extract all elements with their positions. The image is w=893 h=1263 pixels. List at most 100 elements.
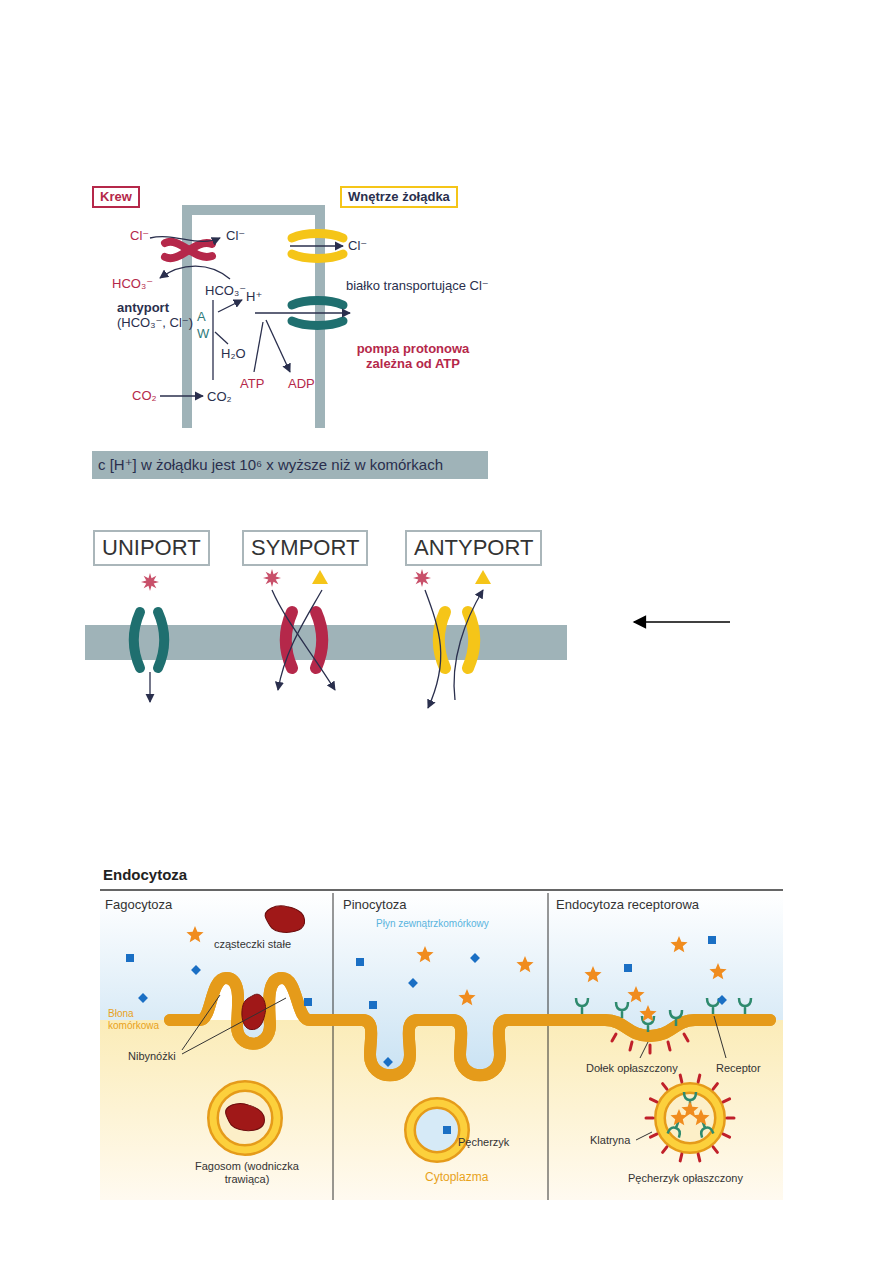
flow-arrows bbox=[160, 395, 203, 396]
cell-membrane bbox=[170, 978, 770, 1075]
transport-arrows bbox=[149, 672, 150, 702]
label-text: A W bbox=[197, 308, 208, 342]
leader-lines bbox=[182, 995, 726, 1140]
vesicle bbox=[213, 1086, 277, 1150]
molecule-symbol bbox=[408, 978, 418, 988]
molecule-symbol bbox=[141, 573, 159, 591]
proton-pump bbox=[292, 321, 343, 326]
molecule-symbol bbox=[186, 926, 203, 942]
molecule-symbol bbox=[138, 993, 148, 1003]
label-text: antyport bbox=[117, 300, 169, 315]
leader-lines bbox=[714, 1016, 726, 1058]
flow-arrows bbox=[215, 332, 228, 344]
molecule-symbol bbox=[639, 1005, 656, 1021]
clathrin bbox=[723, 1099, 729, 1102]
label-text: Fagocytoza bbox=[105, 897, 172, 912]
flow-arrows bbox=[290, 245, 343, 246]
vesicle bbox=[660, 1088, 720, 1148]
clathrin bbox=[680, 1154, 682, 1161]
label-text: Endocytoza receptorowa bbox=[556, 897, 699, 912]
receptor-symbol bbox=[707, 998, 719, 1014]
molecule-symbol bbox=[413, 569, 431, 587]
extracellular-ground bbox=[100, 893, 783, 1075]
box-text: SYMPORT bbox=[251, 535, 359, 561]
molecule-symbol bbox=[670, 1109, 687, 1125]
label-text: pompa protonowa zależna od ATP bbox=[338, 341, 488, 371]
uniport-protein bbox=[134, 612, 164, 668]
label-text: (HCO₃⁻, Cl⁻) bbox=[117, 315, 193, 330]
label-text: Klatryna bbox=[590, 1134, 630, 1147]
chloride-transporter bbox=[292, 234, 343, 239]
receptor-symbol bbox=[616, 1002, 628, 1018]
divider-lines bbox=[548, 893, 549, 1200]
box-text: UNIPORT bbox=[102, 535, 201, 561]
label-text: cząsteczki stałe bbox=[214, 938, 291, 951]
molecule-symbol bbox=[383, 1057, 393, 1067]
extracellular-ground bbox=[100, 893, 783, 1075]
symport-protein bbox=[316, 612, 322, 668]
leader-lines bbox=[640, 1042, 648, 1058]
label-text: ADP bbox=[288, 376, 315, 391]
uniport-protein bbox=[134, 612, 140, 668]
clathrin bbox=[663, 1147, 667, 1153]
clathrin bbox=[723, 1134, 729, 1137]
clathrin bbox=[663, 1084, 667, 1090]
molecule-symbol bbox=[304, 998, 312, 1006]
label-text: białko transportujące Cl⁻ bbox=[346, 278, 489, 293]
molecule-symbol bbox=[475, 570, 491, 584]
label-text: Pęcherzyk opłaszczony bbox=[628, 1172, 743, 1185]
clathrin bbox=[680, 1075, 682, 1082]
clathrin bbox=[646, 1117, 653, 1120]
label-text: Cl⁻ bbox=[348, 238, 367, 253]
type-box: ANTYPORT bbox=[405, 530, 542, 566]
vesicle bbox=[410, 1103, 464, 1157]
box-text: Wnętrze żołądka bbox=[348, 189, 450, 205]
molecule-symbol bbox=[416, 946, 433, 962]
proton-pump bbox=[292, 301, 343, 306]
pointer-arrow bbox=[634, 622, 730, 623]
type-box: SYMPORT bbox=[242, 530, 368, 566]
label-text: Endocytoza bbox=[103, 866, 187, 884]
molecule-symbol bbox=[312, 570, 328, 584]
molecule-symbol bbox=[516, 956, 533, 972]
label-text: ATP bbox=[240, 376, 264, 391]
label-text: CO₂ bbox=[132, 388, 157, 403]
molecule-symbol bbox=[627, 986, 644, 1002]
solid-particle bbox=[224, 1100, 266, 1135]
cytoplasm-ground bbox=[100, 1020, 783, 1200]
label-text: Pęcherzyk bbox=[458, 1136, 509, 1149]
label-text: Cl⁻ bbox=[226, 228, 245, 243]
flow-arrows bbox=[150, 237, 220, 242]
molecule-symbol bbox=[126, 954, 134, 962]
clathrin bbox=[612, 1034, 688, 1053]
label-text: Cl⁻ bbox=[130, 228, 149, 243]
molecule-symbol bbox=[191, 965, 201, 975]
label-text: HCO₃⁻ bbox=[112, 276, 153, 291]
flow-arrows bbox=[255, 312, 350, 313]
molecule-symbol bbox=[263, 569, 281, 587]
transport-arrows bbox=[454, 590, 483, 700]
uniport-protein bbox=[158, 612, 164, 668]
leader-lines bbox=[182, 998, 286, 1054]
vesicle bbox=[410, 1103, 464, 1157]
transport-arrows bbox=[150, 590, 483, 708]
molecule-symbol bbox=[708, 936, 716, 944]
molecule-symbol bbox=[356, 958, 364, 966]
cell-membrane bbox=[170, 978, 770, 1075]
label-text: Nibynóżki bbox=[128, 1050, 176, 1063]
flow-arrows bbox=[212, 300, 213, 380]
molecule-symbol bbox=[681, 1101, 698, 1117]
molecule-symbol bbox=[126, 926, 727, 1134]
box-text: ANTYPORT bbox=[414, 535, 533, 561]
label-text: Cytoplazma bbox=[425, 1170, 488, 1184]
pointer-arrow bbox=[634, 621, 730, 623]
label-text: Pinocytoza bbox=[343, 897, 407, 912]
receptor-symbol bbox=[670, 1010, 682, 1026]
antiport-protein bbox=[165, 243, 212, 258]
leader-lines bbox=[636, 1132, 652, 1140]
clathrin bbox=[698, 1075, 700, 1082]
clathrin bbox=[698, 1154, 700, 1161]
vesicle bbox=[213, 1086, 720, 1157]
divider-lines bbox=[100, 889, 783, 891]
